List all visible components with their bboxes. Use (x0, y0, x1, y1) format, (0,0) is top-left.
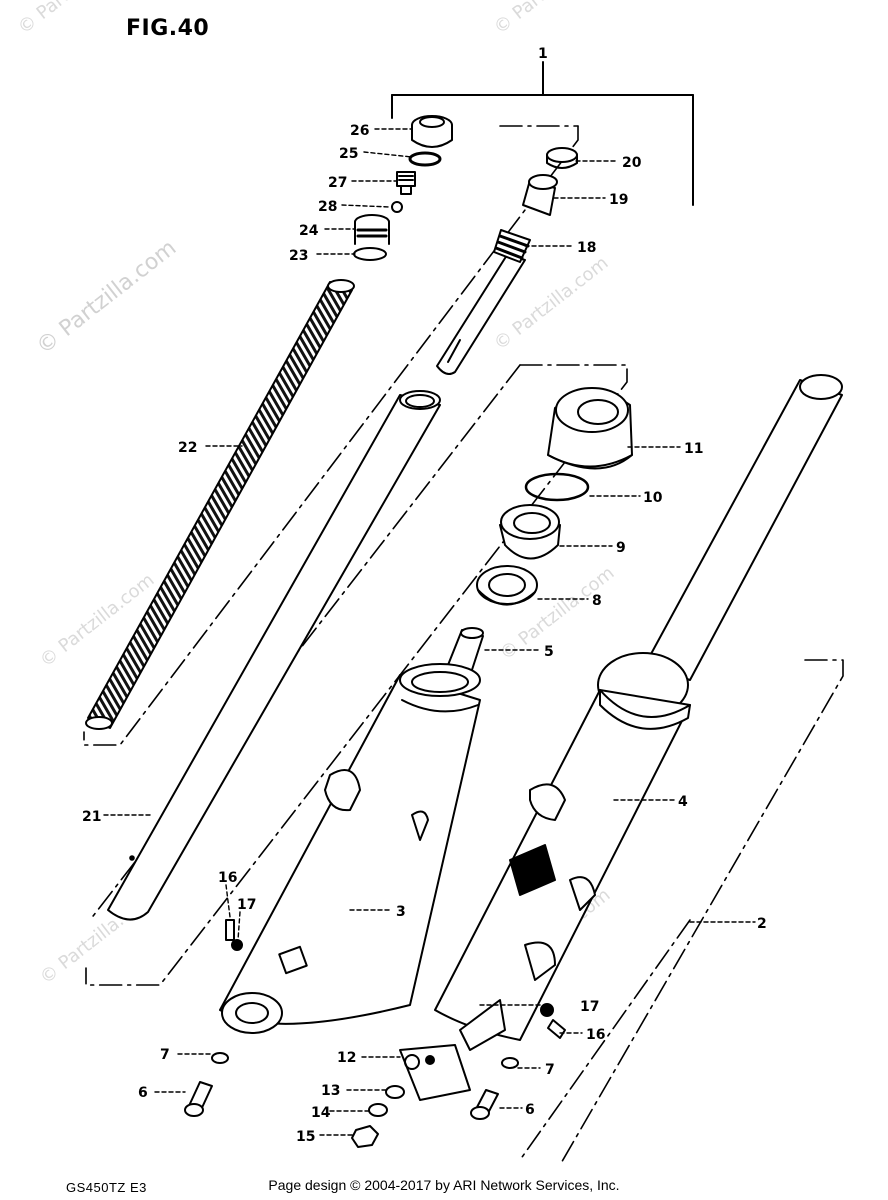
callout-24: 24 (299, 223, 319, 239)
callout-7: 7 (545, 1062, 555, 1078)
callout-6: 6 (525, 1102, 535, 1118)
callout-27: 27 (328, 175, 347, 191)
callout-23: 23 (289, 248, 308, 264)
callout-20: 20 (622, 155, 642, 171)
stopper-ring (524, 472, 590, 502)
callout-16: 16 (586, 1027, 605, 1043)
callout-7: 7 (160, 1047, 170, 1063)
callout-8: 8 (592, 593, 602, 609)
figure-title: FIG.40 (126, 16, 210, 41)
callout-6: 6 (138, 1085, 148, 1101)
oil-seal-spacer (499, 504, 561, 560)
model-code: GS450TZ E3 (66, 1180, 147, 1195)
callout-11: 11 (684, 441, 703, 457)
callout-1: 1 (538, 46, 548, 62)
callout-18: 18 (577, 240, 596, 256)
callout-layer: 1 2 3 4 5 6 6 7 7 8 9 10 11 12 13 14 15 … (82, 46, 767, 1145)
spring-seat (353, 214, 390, 261)
callout-28: 28 (318, 199, 337, 215)
outer-tube-right (434, 652, 691, 1051)
inner-tube-21 (107, 390, 441, 921)
callout-19: 19 (609, 192, 628, 208)
callout-13: 13 (321, 1083, 340, 1099)
dust-seal (547, 387, 633, 470)
callout-16: 16 (218, 870, 237, 886)
air-valve (396, 171, 416, 195)
callout-26: 26 (350, 123, 369, 139)
callout-4: 4 (678, 794, 688, 810)
callout-9: 9 (616, 540, 626, 556)
hardware (184, 919, 566, 1148)
outer-tube-left (219, 627, 484, 1034)
damper-rod (436, 147, 578, 375)
fork-spring (85, 279, 355, 730)
o-ring (408, 151, 442, 167)
footer-copyright: Page design © 2004-2017 by ARI Network S… (268, 1177, 620, 1193)
axle-holder (399, 1044, 471, 1101)
assembly-bracket (391, 61, 694, 206)
cap-bolt (411, 115, 453, 148)
callout-22: 22 (178, 440, 197, 456)
callout-12: 12 (337, 1050, 356, 1066)
oil-seal (476, 565, 538, 606)
valve-washer (391, 201, 403, 213)
callout-10: 10 (643, 490, 663, 506)
callout-17: 17 (237, 897, 256, 913)
callout-5: 5 (544, 644, 554, 660)
callout-25: 25 (339, 146, 358, 162)
callout-14: 14 (311, 1105, 331, 1121)
leader-lines (103, 128, 756, 1136)
callout-15: 15 (296, 1129, 315, 1145)
callout-17: 17 (580, 999, 599, 1015)
callout-21: 21 (82, 809, 101, 825)
callout-2: 2 (757, 916, 767, 932)
callout-3: 3 (396, 904, 406, 920)
inner-tube-right (644, 374, 843, 681)
